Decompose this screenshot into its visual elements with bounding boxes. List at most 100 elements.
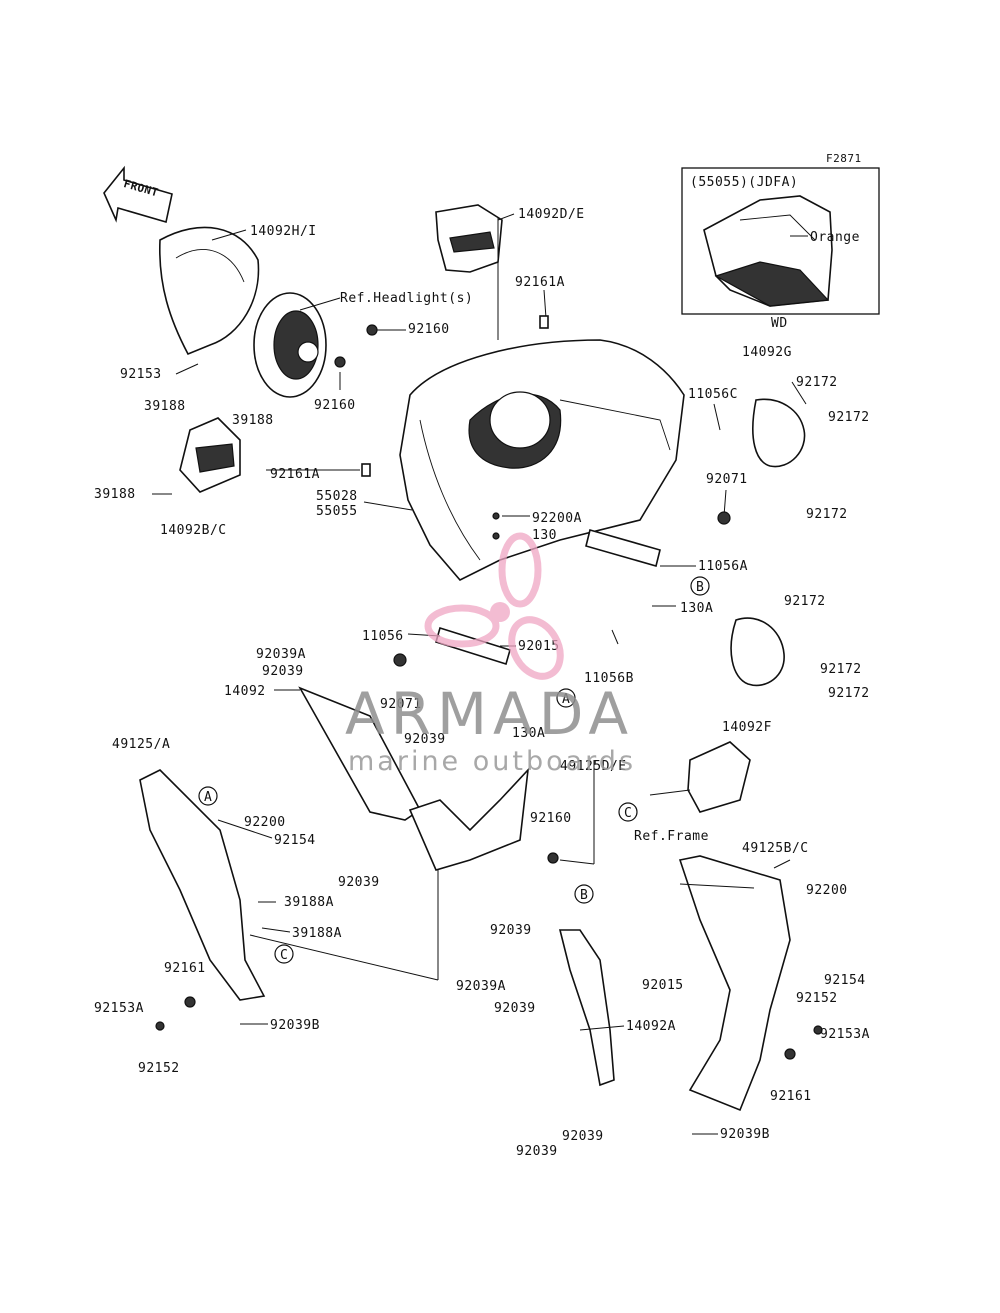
svg-text:A: A (204, 790, 212, 805)
part-label: 92039 (262, 664, 304, 679)
callout-b-2: B (574, 884, 594, 904)
left-lower-fairing-shape (139, 769, 266, 1001)
part-label: 92154 (824, 973, 866, 988)
svg-text:A: A (562, 692, 570, 707)
part-label: 92039 (490, 923, 532, 938)
callout-c-2: C (274, 944, 294, 964)
part-label: 92153A (820, 1027, 870, 1042)
watermark-tagline: marine outboards (348, 746, 636, 777)
headlight-cover-shape (158, 226, 260, 356)
part-label: 92200 (806, 883, 848, 898)
lower-center-cowl-shape (408, 767, 530, 871)
part-label: 92172 (784, 594, 826, 609)
part-label: 11056A (698, 559, 748, 574)
part-label: 92039 (404, 732, 446, 747)
part-label: 92160 (408, 322, 450, 337)
part-label: 39188 (232, 413, 274, 428)
part-label: 39188A (284, 895, 334, 910)
part-label: 14092H/I (250, 224, 317, 239)
ref-frame-label: Ref.Frame (634, 829, 709, 844)
part-label: 92172 (796, 375, 838, 390)
inset-caption: WD (771, 316, 788, 331)
right-lower-fairing-shape (678, 855, 791, 1112)
part-label: 39188 (144, 399, 186, 414)
svg-text:C: C (280, 948, 288, 963)
part-label: 11056C (688, 387, 738, 402)
part-label: 92200A (532, 511, 582, 526)
part-label: 11056B (584, 671, 634, 686)
part-label: 92152 (138, 1061, 180, 1076)
callout-c-1: C (618, 802, 638, 822)
part-label: 92015 (518, 639, 560, 654)
inset-box: (55055)(JDFA) Orange WD (681, 167, 880, 331)
part-label: 14092A (626, 1019, 676, 1034)
ref-headlight-label: Ref.Headlight(s) (340, 291, 473, 306)
watermark-brand: ARMADA (345, 680, 634, 748)
part-label: 39188A (292, 926, 342, 941)
part-label: 92160 (530, 811, 572, 826)
part-label: 55055 (316, 504, 358, 519)
svg-text:C: C (624, 806, 632, 821)
part-label: 92039A (456, 979, 506, 994)
bracket-11056a-shape (585, 529, 661, 567)
front-arrow-icon: FRONT (103, 165, 173, 224)
part-label: 92161 (164, 961, 206, 976)
watermark-propeller-icon (424, 532, 564, 680)
part-label: 130A (680, 601, 713, 616)
figure-code: F2871 (826, 152, 862, 165)
svg-text:B: B (580, 888, 588, 903)
part-label: 92015 (642, 978, 684, 993)
part-label: 92039 (494, 1001, 536, 1016)
part-label: 92071 (706, 472, 748, 487)
part-label: 92200 (244, 815, 286, 830)
fasteners (155, 315, 823, 1060)
part-label: 130 (532, 528, 557, 543)
part-label: 92160 (314, 398, 356, 413)
part-label: 130A (512, 726, 545, 741)
part-label: 92071 (380, 697, 422, 712)
part-label: 14092B/C (160, 523, 227, 538)
inset-title: (55055)(JDFA) (690, 175, 798, 190)
part-label: 49125/A (112, 737, 170, 752)
cover-14092f-shape (730, 617, 785, 687)
part-label: 92154 (274, 833, 316, 848)
part-label: 92039B (270, 1018, 320, 1033)
part-label: 92039B (720, 1127, 770, 1142)
part-label: 49125D/E (560, 759, 627, 774)
callout-a-2: A (198, 786, 218, 806)
part-label: 92161A (515, 275, 565, 290)
part-label: 92039 (562, 1129, 604, 1144)
inset-color-note: Orange (810, 230, 860, 245)
part-label: 92172 (828, 410, 870, 425)
part-label: 92161A (270, 467, 320, 482)
headlight-assembly-shape (253, 292, 327, 398)
part-labels: 14092H/I 92153 14092D/E 92161A 92160 921… (94, 207, 870, 1159)
part-label: 92172 (820, 662, 862, 677)
part-label: 92039 (338, 875, 380, 890)
upper-cowl-shape (399, 339, 685, 581)
part-label: 55028 (316, 489, 358, 504)
part-label: 92152 (796, 991, 838, 1006)
part-label: 92039A (256, 647, 306, 662)
watermark: ARMADA marine outboards (345, 532, 636, 777)
part-label: 14092 (224, 684, 266, 699)
part-label: 11056 (362, 629, 404, 644)
svg-text:B: B (696, 580, 704, 595)
cover-14092g-shape (752, 398, 806, 468)
part-label: 14092G (742, 345, 792, 360)
callout-b-1: B (690, 576, 710, 596)
part-label: 39188 (94, 487, 136, 502)
inner-panel-14092a-shape (558, 929, 615, 1087)
part-label: 14092D/E (518, 207, 585, 222)
leader-lines (152, 213, 807, 1135)
part-label: 92161 (770, 1089, 812, 1104)
part-label: 14092F (722, 720, 772, 735)
part-label: 92153A (94, 1001, 144, 1016)
part-label: 49125B/C (742, 841, 809, 856)
part-label: 92172 (828, 686, 870, 701)
frame-bracket-shape (649, 741, 751, 813)
part-label: 92172 (806, 507, 848, 522)
part-label: 92153 (120, 367, 162, 382)
